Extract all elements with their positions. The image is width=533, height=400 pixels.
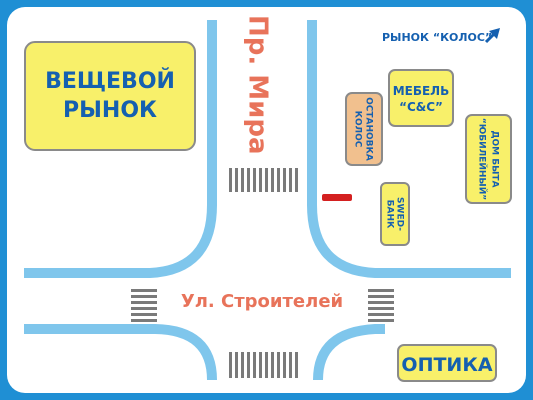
crosswalk-stripe bbox=[271, 352, 274, 378]
crosswalk-stripe bbox=[368, 295, 394, 298]
bank-building bbox=[380, 182, 410, 246]
road-edge-avenue-east-north bbox=[307, 20, 511, 278]
market-kolos-label: РЫНОК “КОЛОС” bbox=[382, 31, 492, 44]
crosswalk-stripe bbox=[235, 168, 238, 192]
crosswalk-stripe bbox=[289, 352, 292, 378]
crosswalk-stripe bbox=[247, 168, 250, 192]
crosswalk-stripe bbox=[253, 352, 256, 378]
crosswalk-stripe bbox=[229, 168, 232, 192]
crosswalk-stripe bbox=[241, 352, 244, 378]
crosswalk-stripe bbox=[253, 168, 256, 192]
crosswalk-stripe bbox=[368, 301, 394, 304]
crosswalk-stripe bbox=[289, 168, 292, 192]
service-house-building bbox=[465, 114, 512, 204]
crosswalk-stripe bbox=[271, 168, 274, 192]
crosswalk-stripe bbox=[295, 168, 298, 192]
crosswalk-stripe bbox=[229, 352, 232, 378]
bus-stop-label-line2: КОЛОС bbox=[353, 111, 363, 148]
big-market-label-line1: ВЕЩЕВОЙ bbox=[45, 68, 175, 94]
road-edges bbox=[24, 20, 511, 381]
crosswalk-stripe bbox=[368, 307, 394, 310]
crosswalk-stripe bbox=[131, 319, 157, 322]
crosswalk-stripe bbox=[283, 168, 286, 192]
crosswalk-stripe bbox=[368, 313, 394, 316]
big-market-label-line2: РЫНОК bbox=[63, 98, 157, 123]
crosswalk-stripe bbox=[368, 289, 394, 292]
optics-label: ОПТИКА bbox=[401, 354, 492, 376]
crosswalk-south bbox=[229, 352, 298, 378]
optics-building bbox=[397, 344, 497, 382]
crosswalk-north bbox=[229, 168, 298, 192]
crosswalk-stripe bbox=[131, 307, 157, 310]
crosswalk-stripe bbox=[277, 352, 280, 378]
crosswalk-stripe bbox=[131, 301, 157, 304]
crosswalk-stripe bbox=[259, 352, 262, 378]
crosswalk-stripe bbox=[265, 168, 268, 192]
road-edge-avenue-west-north bbox=[24, 20, 217, 278]
crosswalks bbox=[131, 168, 394, 378]
road-edge-avenue-east-south bbox=[313, 324, 385, 381]
crosswalk-stripe bbox=[131, 313, 157, 316]
avenue-name: Пр. Мира bbox=[243, 15, 273, 155]
service-house-label-line2: “ЮБИЛЕЙНЫЙ” bbox=[477, 118, 489, 200]
crosswalk-stripe bbox=[283, 352, 286, 378]
big-market-building bbox=[24, 41, 196, 151]
crosswalk-stripe bbox=[131, 295, 157, 298]
crosswalk-stripe bbox=[241, 168, 244, 192]
furniture-label-line2: “С&С” bbox=[399, 100, 443, 114]
crosswalk-stripe bbox=[295, 352, 298, 378]
crosswalk-stripe bbox=[247, 352, 250, 378]
bank-label-line1: SWED- bbox=[395, 197, 405, 231]
crosswalk-east bbox=[368, 289, 394, 322]
location-marker bbox=[322, 194, 352, 201]
crosswalk-stripe bbox=[368, 319, 394, 322]
bus-stop-shelter bbox=[345, 92, 383, 166]
crosswalk-stripe bbox=[131, 289, 157, 292]
crosswalk-stripe bbox=[259, 168, 262, 192]
bus-stop-label-line1: ОСТАНОВКА bbox=[364, 97, 374, 161]
arrow-up-right-icon bbox=[484, 28, 500, 44]
bank-label-line2: БАНК bbox=[385, 200, 395, 229]
crosswalk-stripe bbox=[235, 352, 238, 378]
crosswalk-stripe bbox=[265, 352, 268, 378]
service-house-label-line1: ДОМ БЫТА bbox=[490, 130, 500, 187]
crosswalk-west bbox=[131, 289, 157, 322]
road-edge-avenue-west-south bbox=[24, 324, 217, 381]
crosswalk-stripe bbox=[277, 168, 280, 192]
furniture-label-line1: МЕБЕЛЬ bbox=[393, 84, 450, 98]
furniture-building bbox=[388, 69, 454, 127]
street-name: Ул. Строителей bbox=[181, 291, 343, 312]
